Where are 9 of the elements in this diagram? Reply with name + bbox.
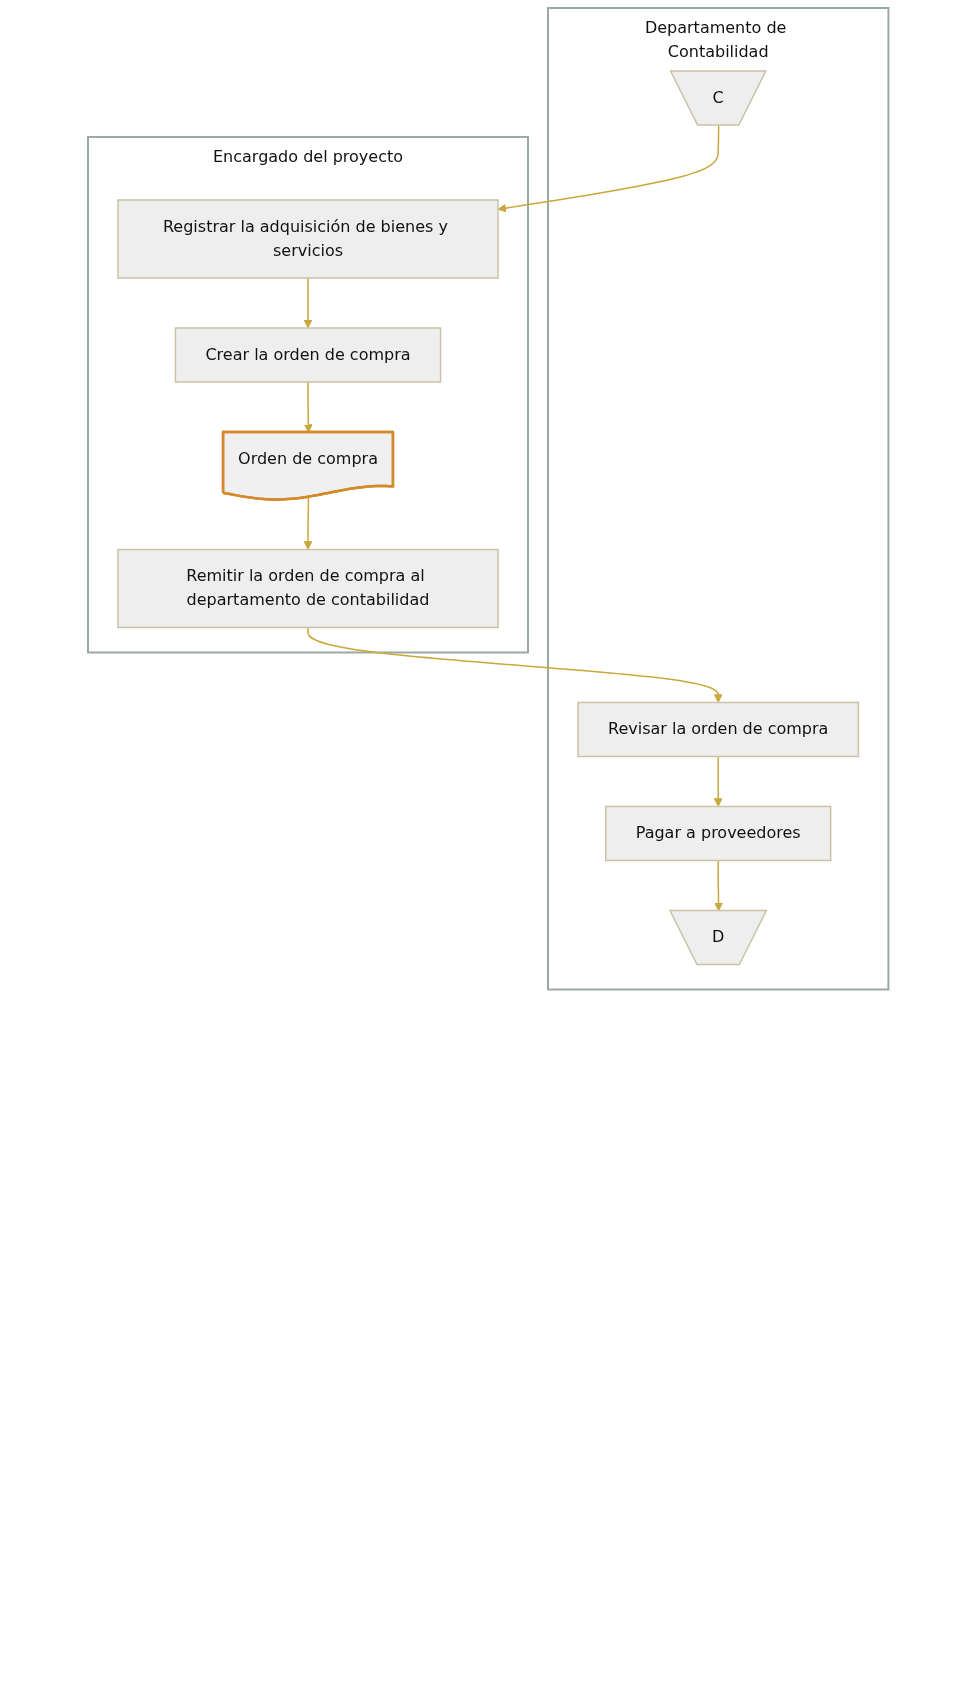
node-box: Registrar la adquisición de bienes y servicios: [117, 199, 500, 279]
node-box: Revisar la orden de compra: [577, 701, 860, 758]
arrow: [714, 755, 723, 807]
arrow: [303, 277, 313, 329]
arrow: [303, 496, 313, 550]
arrow: [307, 626, 723, 703]
node-box: Pagar a proveedores: [605, 805, 832, 862]
node-box: Crear la orden de compra: [174, 327, 442, 383]
node-box: Remitir la orden de compra al departamento de contabilidad: [117, 548, 500, 629]
